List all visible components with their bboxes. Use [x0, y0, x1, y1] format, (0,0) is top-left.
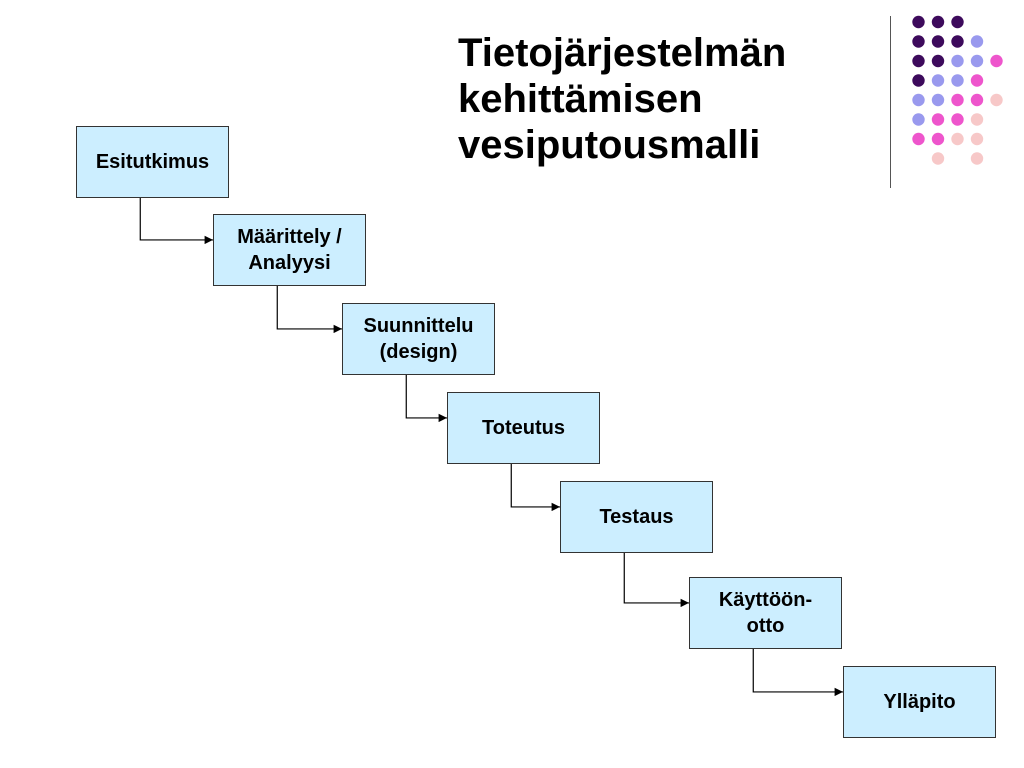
connector-arrow — [139, 198, 213, 245]
connector-arrow — [752, 649, 843, 697]
step-box-suunnittelu: Suunnittelu (design) — [342, 303, 495, 375]
step-box-kayttoonotto: Käyttöön- otto — [689, 577, 842, 649]
step-box-esitutkimus: Esitutkimus — [76, 126, 229, 198]
connector-arrow — [623, 553, 689, 608]
title-line-3: vesiputousmalli — [458, 123, 761, 167]
title-line-2: kehittämisen — [458, 77, 703, 121]
step-box-maarittely: Määrittely / Analyysi — [213, 214, 366, 286]
step-box-toteutus: Toteutus — [447, 392, 600, 464]
slide-title: Tietojärjestelmän kehittämisen vesiputou… — [458, 30, 786, 168]
connector-arrow — [510, 464, 560, 512]
connector-arrow — [276, 286, 342, 334]
step-box-testaus: Testaus — [560, 481, 713, 553]
title-divider — [890, 16, 891, 188]
title-line-1: Tietojärjestelmän — [458, 31, 787, 75]
connector-arrow — [405, 375, 447, 423]
step-box-yllapito: Ylläpito — [843, 666, 996, 738]
